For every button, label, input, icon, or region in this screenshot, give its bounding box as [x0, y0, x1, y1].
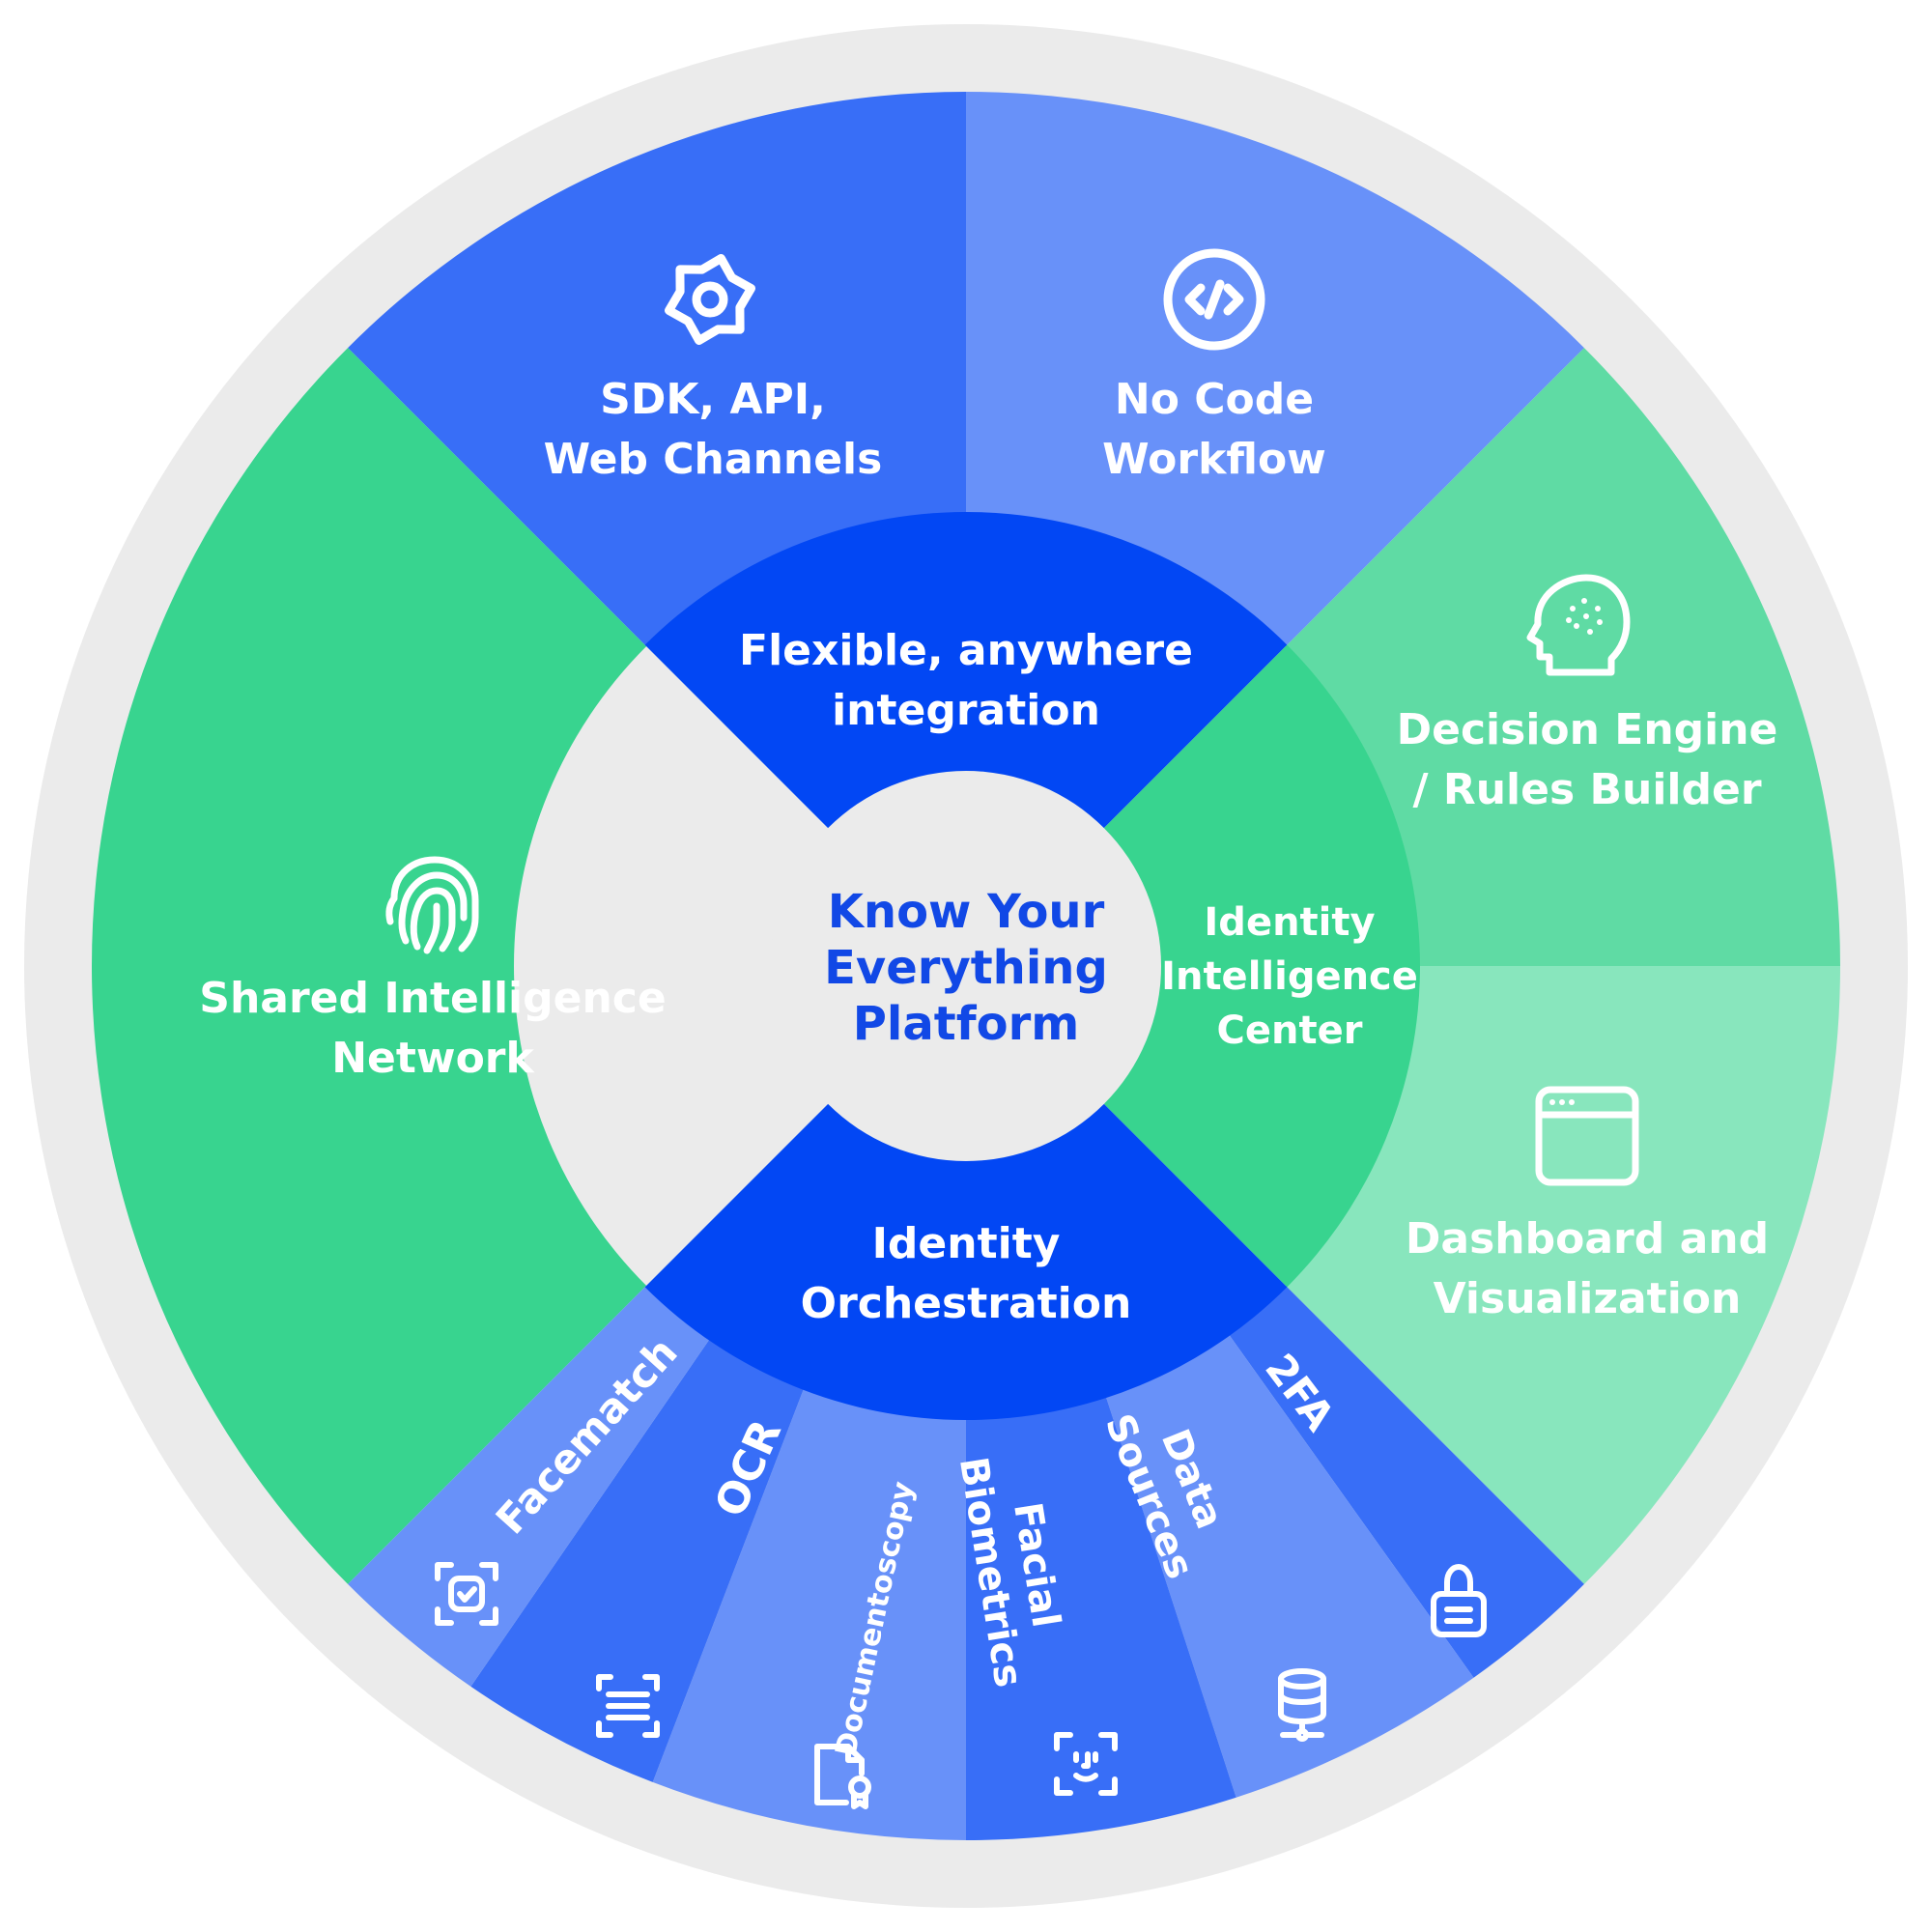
label-flexible-integration: Flexible, anywhere integration — [739, 626, 1193, 735]
label-identity-intelligence-center-line: Identity — [1204, 900, 1375, 945]
scan-text-icon — [596, 1674, 660, 1738]
label-flexible-integration-line: Flexible, anywhere — [739, 626, 1193, 675]
label-identity-intelligence-center-line: Intelligence — [1161, 954, 1418, 999]
label-no-code-workflow-line: Workflow — [1102, 435, 1326, 484]
label-flexible-integration-line: integration — [832, 686, 1100, 735]
brain-head-icon — [1526, 574, 1631, 676]
face-id-icon — [1054, 1732, 1118, 1796]
label-decision-engine-line: / Rules Builder — [1412, 765, 1761, 814]
label-sdk-api-web-line: SDK, API, — [600, 375, 826, 424]
label-sdk-api-web-line: Web Channels — [544, 435, 883, 484]
label-decision-engine-line: Decision Engine — [1397, 705, 1778, 754]
center-title-line: Platform — [853, 997, 1080, 1051]
face-check-icon — [435, 1562, 498, 1626]
segment-facial-biometrics — [966, 1396, 1236, 1840]
segment-facematch — [348, 1285, 710, 1687]
browser-window-icon — [1535, 1086, 1639, 1186]
fingerprint-icon — [385, 856, 479, 954]
label-identity-orchestration-line: Orchestration — [801, 1279, 1132, 1328]
label-dashboard-visualization-line: Dashboard and — [1406, 1214, 1769, 1264]
label-identity-intelligence-center-line: Center — [1217, 1009, 1363, 1053]
segment-no-code-workflow — [966, 92, 1584, 647]
center-title-line: Know Your — [828, 885, 1105, 939]
label-dashboard-visualization-line: Visualization — [1434, 1274, 1742, 1323]
inner-ring-segments — [644, 512, 1420, 1420]
code-icon — [1163, 248, 1265, 351]
inner-segment-orchestration — [644, 1102, 1288, 1420]
database-icon — [1278, 1668, 1326, 1742]
segment-data-sources — [1105, 1334, 1474, 1798]
segment-sdk-api-web — [348, 92, 966, 647]
lock-icon — [1431, 1564, 1487, 1637]
inner-segment-integration — [644, 512, 1288, 830]
segment-dashboard — [1285, 966, 1840, 1584]
segment-documentoscopy — [652, 1387, 966, 1840]
segment-shared-intelligence — [92, 348, 647, 1584]
center-title-line: Everything — [824, 941, 1108, 995]
gear-icon — [665, 254, 755, 345]
document-badge-icon — [814, 1744, 871, 1809]
segment-icons — [385, 248, 1639, 1809]
label-shared-intelligence-line: Network — [331, 1034, 535, 1083]
segment-2fa — [1228, 1285, 1584, 1678]
label-sdk-api-web: SDK, API, Web Channels — [544, 375, 883, 484]
center-circle — [771, 771, 1161, 1161]
segment-ocr — [470, 1338, 805, 1782]
label-shared-intelligence-line: Shared Intelligence — [199, 974, 666, 1023]
segment-decision-engine — [1285, 348, 1840, 966]
label-decision-engine: Decision Engine / Rules Builder — [1397, 705, 1778, 814]
label-identity-orchestration-line: Identity — [872, 1219, 1061, 1268]
outer-ring-segments — [92, 92, 1840, 1840]
inner-segment-intelligence — [1102, 644, 1420, 1288]
label-no-code-workflow-line: No Code — [1115, 375, 1314, 424]
